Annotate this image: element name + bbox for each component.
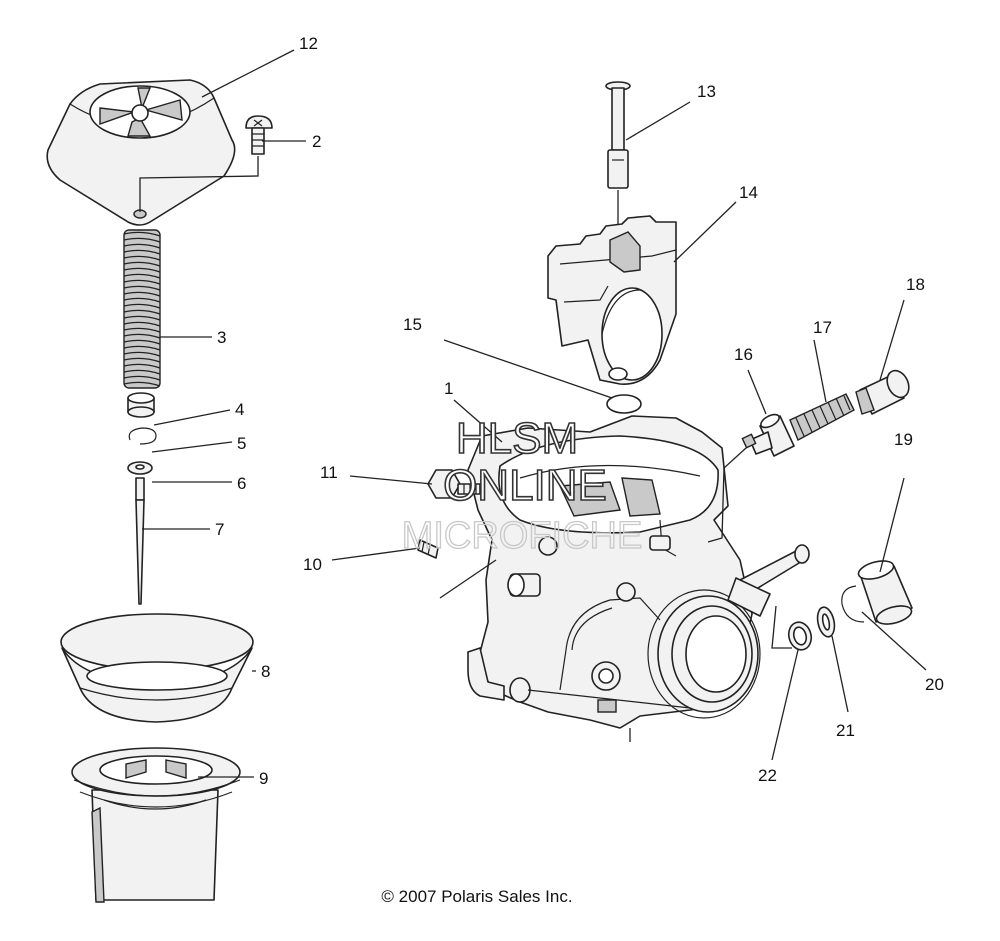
leader-lines xyxy=(142,49,927,778)
watermark-line-3: MICROFICHE xyxy=(402,515,643,557)
part-4-retainer xyxy=(127,392,155,418)
part-19-sleeve xyxy=(857,560,913,625)
callout-8: 8 xyxy=(261,662,270,681)
watermark-line-1: HLSM xyxy=(456,414,578,463)
callout-20: 20 xyxy=(925,675,944,694)
callout-4: 4 xyxy=(235,400,244,419)
callout-6: 6 xyxy=(237,474,246,493)
callout-10: 10 xyxy=(303,555,322,574)
callout-2: 2 xyxy=(312,132,321,151)
part-3-spring xyxy=(123,229,161,389)
callout-3: 3 xyxy=(217,328,226,347)
watermark-line-2: ONLINE xyxy=(443,461,607,510)
part-11-bolt xyxy=(427,469,481,499)
copyright-notice: © 2007 Polaris Sales Inc. xyxy=(381,887,572,906)
part-7-jet-needle xyxy=(135,477,145,605)
part-13-pin xyxy=(605,81,631,189)
part-12-top-cover xyxy=(46,79,236,226)
callout-1: 1 xyxy=(444,379,453,398)
callout-labels: 12 2 3 4 5 6 7 8 9 13 14 15 1 11 10 16 1… xyxy=(215,34,944,788)
callout-5: 5 xyxy=(237,434,246,453)
callout-7: 7 xyxy=(215,520,224,539)
callout-11: 11 xyxy=(320,463,338,482)
part-16-plunger xyxy=(741,413,795,457)
part-6-washer xyxy=(127,461,153,475)
callout-15: 15 xyxy=(403,315,422,334)
part-17-spring xyxy=(789,393,855,441)
callout-18: 18 xyxy=(906,275,925,294)
part-22-o-ring-small xyxy=(787,621,813,651)
part-14-choke-bracket xyxy=(547,215,677,385)
callout-13: 13 xyxy=(697,82,716,101)
part-9-slide-piston xyxy=(71,747,241,903)
callout-19: 19 xyxy=(894,430,913,449)
callout-22: 22 xyxy=(758,766,777,785)
part-1-carburetor-body xyxy=(467,415,810,742)
part-15-o-ring xyxy=(606,394,642,414)
part-8-diaphragm xyxy=(60,613,254,723)
part-18-cap-nut xyxy=(855,369,910,415)
callout-9: 9 xyxy=(259,769,268,788)
part-20-snap-ring xyxy=(841,585,865,623)
part-10-set-screw xyxy=(417,539,439,559)
callout-12: 12 xyxy=(299,34,318,53)
part-21-washer xyxy=(816,606,836,638)
callout-17: 17 xyxy=(813,318,832,337)
part-5-clip xyxy=(128,427,157,445)
callout-16: 16 xyxy=(734,345,753,364)
part-2-screw xyxy=(245,115,273,155)
callout-21: 21 xyxy=(836,721,855,740)
watermark: HLSM ONLINE MICROFICHE xyxy=(401,413,643,557)
callout-14: 14 xyxy=(739,183,758,202)
